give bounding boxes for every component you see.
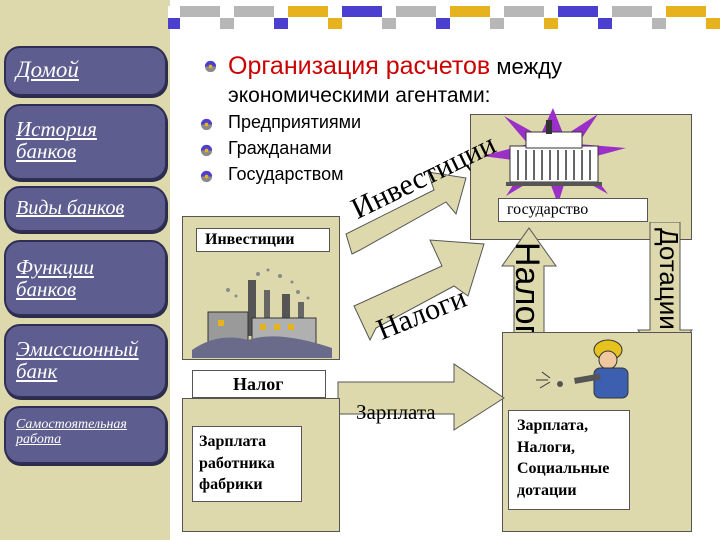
bullet-item: Гражданами — [228, 138, 332, 158]
bullet-icon — [204, 60, 217, 73]
bullet-icon — [200, 170, 213, 183]
tax-label: Налог — [192, 370, 326, 398]
investments-label: Инвестиции — [196, 228, 330, 252]
nav-emission-bank-button[interactable]: Эмиссионный банк — [4, 324, 167, 398]
title-part1: Организация расчетов — [228, 52, 491, 80]
nav-bank-types-label: Виды банков — [16, 197, 125, 219]
nav-emission-bank-label: Эмиссионный банк — [16, 337, 139, 384]
bullet-list: Предприятиями Гражданами Государством — [200, 112, 460, 192]
title-part2: между — [490, 54, 562, 79]
sidebar: Домой История банков Виды банков Функции… — [0, 0, 170, 540]
investments-arrow — [345, 171, 467, 255]
nav-bank-functions-button[interactable]: Функции банков — [4, 240, 167, 316]
nav-bank-functions-label: Функции банков — [16, 255, 94, 302]
bullet-icon — [200, 144, 213, 157]
factory-icon — [192, 268, 332, 358]
salary-arrow — [337, 363, 505, 431]
bullet-item: Предприятиями — [228, 112, 362, 132]
worker-income-label: Зарплата, Налоги, Социальные дотации — [508, 410, 630, 510]
decorative-squares — [168, 6, 720, 30]
capitol-icon — [482, 108, 626, 204]
nav-self-work-button[interactable]: Самостоятельная работа — [4, 406, 167, 464]
nav-history-label: История банков — [16, 117, 97, 164]
title-line2: экономическими агентами: — [228, 84, 491, 107]
nav-bank-types-button[interactable]: Виды банков — [4, 186, 167, 232]
taxes-arrow — [353, 239, 485, 342]
decorative-squares-graphic — [168, 6, 720, 29]
nav-home-label: Домой — [16, 57, 79, 82]
worker-icon — [536, 339, 629, 399]
bullet-icon — [200, 118, 213, 131]
nav-history-button[interactable]: История банков — [4, 104, 167, 180]
bullet-item: Государством — [228, 164, 344, 184]
salary-arrow-label: Зарплата — [356, 400, 436, 424]
state-label: государство — [498, 198, 648, 222]
nav-self-work-label: Самостоятельная работа — [16, 417, 127, 447]
nav-home-button[interactable]: Домой — [4, 46, 167, 96]
factory-salary-label: Зарплата работника фабрики — [192, 426, 302, 502]
subsidies-down-label: Дотации — [654, 228, 684, 330]
